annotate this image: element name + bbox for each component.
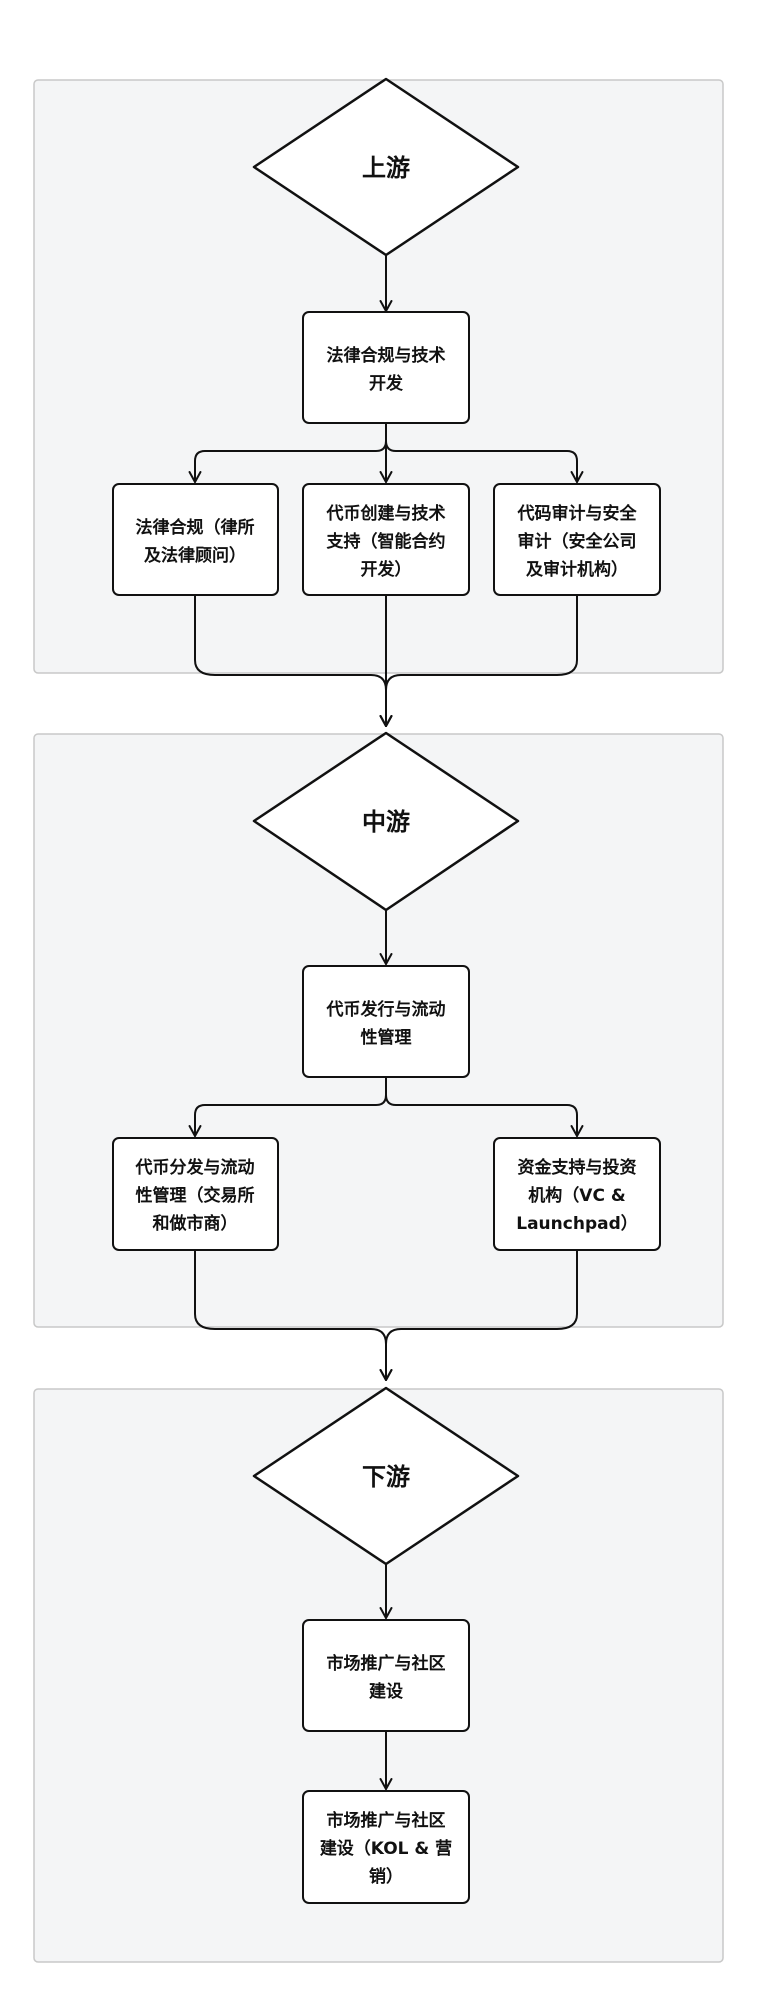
decision-midstream-label: 中游	[362, 808, 410, 836]
box-legal-tech-dev-label-line-2: 开发	[369, 373, 404, 394]
box-funding-investment-label-line-1: 资金支持与投资	[518, 1157, 637, 1178]
edge-issuance-to-distribution	[188, 1076, 387, 1137]
edge-issuance-to-funding	[385, 1076, 584, 1137]
box-marketing-kol	[302, 1790, 470, 1904]
box-token-issuance-label-line-2: 性管理	[361, 1027, 412, 1048]
box-code-audit-label-line-1: 代码审计与安全	[517, 503, 638, 524]
edge-legal-tech-to-audit	[385, 422, 584, 483]
box-legal-tech-dev	[302, 311, 470, 424]
box-distribution-liquidity	[112, 1137, 279, 1251]
decision-upstream	[252, 77, 520, 257]
box-token-creation-label-line-3: 开发）	[361, 559, 412, 580]
box-marketing-kol-label-line-1: 市场推广与社区	[327, 1810, 446, 1831]
box-funding-investment-label-line-2: 机构（VC &	[528, 1185, 626, 1206]
box-funding-investment	[493, 1137, 661, 1251]
box-marketing-community-label-line-1: 市场推广与社区	[327, 1653, 446, 1674]
box-code-audit-label-line-2: 审计（安全公司	[518, 531, 637, 552]
box-token-creation-label-line-1: 代币创建与技术	[326, 503, 446, 524]
edge-funding-to-downstream	[379, 1249, 578, 1381]
box-token-creation	[302, 483, 470, 596]
box-distribution-liquidity-label-line-3: 和做市商）	[153, 1213, 238, 1234]
box-token-issuance	[302, 965, 470, 1078]
box-marketing-kol-label-line-2: 建设（KOL & 营	[320, 1838, 452, 1859]
decision-downstream	[252, 1386, 520, 1566]
box-marketing-community-label-line-2: 建设	[369, 1681, 403, 1702]
box-legal-compliance-label-line-2: 及法律顾问）	[144, 545, 246, 566]
box-code-audit	[493, 483, 661, 596]
edge-audit-to-midstream	[379, 594, 578, 727]
box-code-audit-label-line-3: 及审计机构）	[526, 559, 628, 580]
box-legal-compliance-label-line-1: 法律合规（律所	[136, 517, 255, 538]
decision-upstream-label: 上游	[362, 154, 410, 182]
box-marketing-community	[302, 1619, 470, 1732]
box-distribution-liquidity-label-line-1: 代币分发与流动	[135, 1157, 255, 1178]
decision-midstream	[252, 731, 520, 912]
decision-downstream-label: 下游	[362, 1463, 410, 1491]
box-distribution-liquidity-label-line-2: 性管理（交易所	[136, 1185, 255, 1206]
box-legal-tech-dev-label-line-1: 法律合规与技术	[327, 345, 446, 366]
box-marketing-kol-label-line-3: 销）	[369, 1866, 403, 1887]
box-token-creation-label-line-2: 支持（智能合约	[327, 531, 446, 552]
edge-distribution-to-downstream	[194, 1249, 393, 1381]
box-funding-investment-label-line-3: Launchpad）	[516, 1213, 638, 1234]
box-legal-compliance	[112, 483, 279, 596]
box-token-issuance-label-line-1: 代币发行与流动	[326, 999, 446, 1020]
